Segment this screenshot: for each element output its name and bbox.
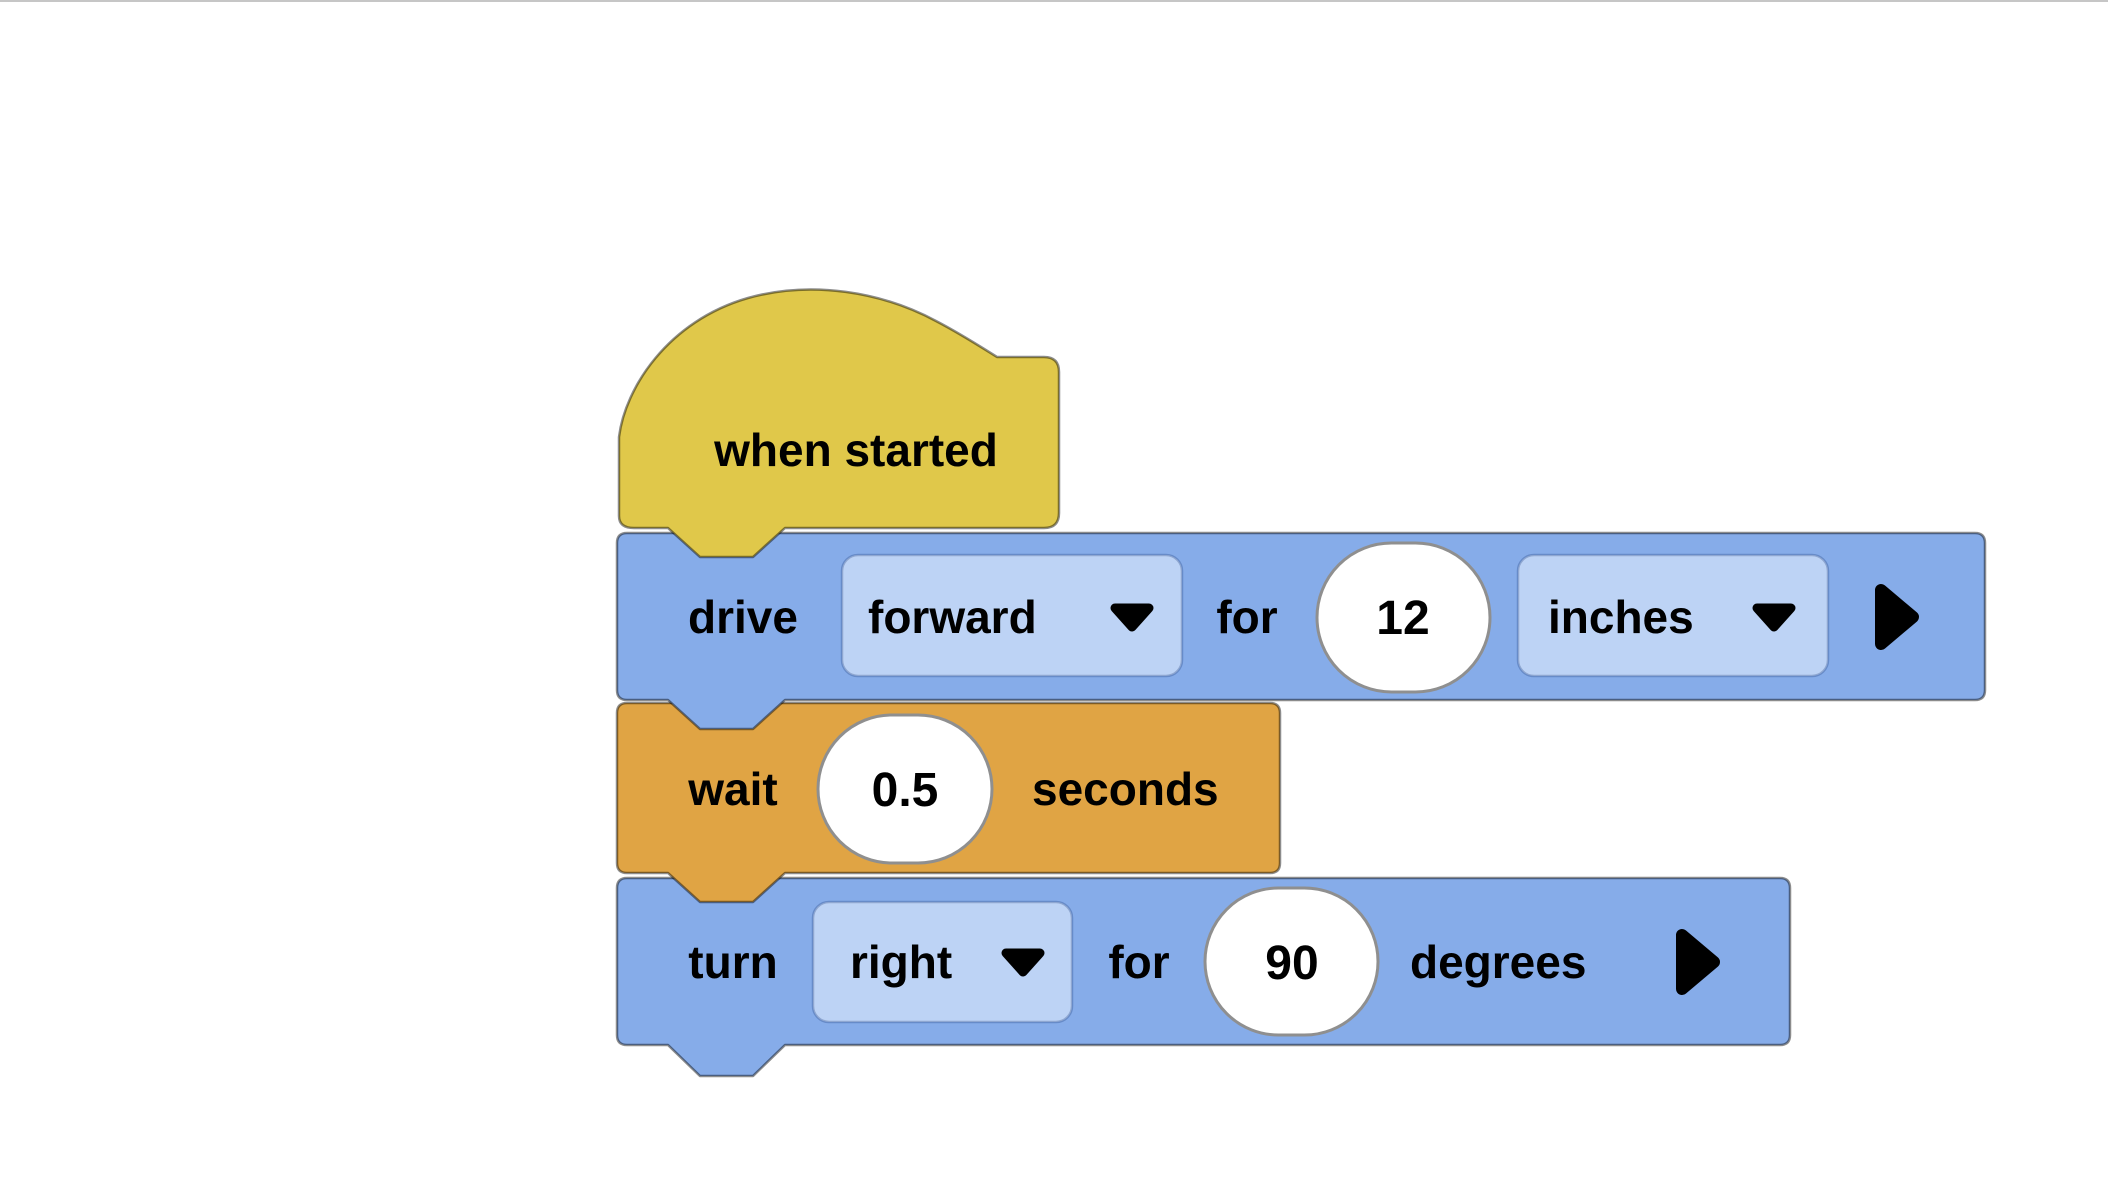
drive-label: drive — [688, 591, 798, 643]
when-started-block[interactable] — [617, 288, 1061, 559]
drive-unit-value: inches — [1548, 591, 1694, 643]
dropdown-arrow-icon — [1110, 603, 1154, 632]
expand-arrow-icon[interactable] — [1875, 584, 1919, 650]
when-started-label: when started — [713, 424, 998, 476]
turn-label: turn — [688, 936, 777, 988]
drive-direction-value: forward — [868, 591, 1037, 643]
turn-angle-input[interactable] — [1203, 886, 1380, 1037]
turn-block-group: turn right for 90 degrees — [615, 876, 1792, 1078]
dropdown-arrow-icon — [1001, 948, 1045, 977]
drive-block-group: drive forward for 12 inches — [615, 531, 1987, 731]
drive-direction-dropdown[interactable] — [840, 553, 1184, 678]
wait-time-value: 0.5 — [872, 764, 939, 817]
drive-distance-input[interactable] — [1315, 541, 1492, 694]
dropdown-arrow-icon — [1752, 603, 1796, 632]
wait-label: wait — [687, 763, 777, 815]
turn-direction-value: right — [850, 936, 952, 988]
turn-degrees-label: degrees — [1410, 936, 1586, 988]
drive-for-label: for — [1216, 591, 1277, 643]
wait-time-input[interactable] — [816, 713, 994, 865]
expand-arrow-icon[interactable] — [1676, 929, 1720, 995]
canvas-top-border — [0, 0, 2108, 2]
drive-unit-dropdown[interactable] — [1516, 553, 1830, 678]
turn-direction-dropdown[interactable] — [811, 900, 1074, 1024]
wait-block-group: wait 0.5 seconds — [615, 701, 1282, 904]
turn-block[interactable] — [615, 876, 1792, 1078]
turn-angle-value: 90 — [1265, 937, 1318, 990]
wait-seconds-label: seconds — [1032, 763, 1219, 815]
drive-distance-value: 12 — [1376, 592, 1429, 645]
turn-for-label: for — [1108, 936, 1169, 988]
when-started-block-group: when started — [617, 288, 1061, 559]
